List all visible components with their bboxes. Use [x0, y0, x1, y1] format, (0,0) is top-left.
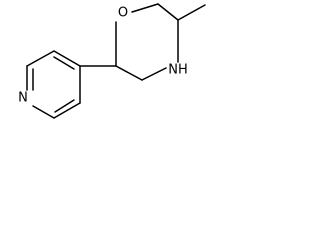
pyridine-ring [26, 50, 81, 119]
oxygen-atom-label: O [118, 6, 128, 21]
bond-py-n-c6 [32, 105, 55, 119]
pyridine-nitrogen-label: N [18, 91, 28, 106]
bond-c6-c5 [157, 3, 179, 21]
morpholine-ring [115, 3, 179, 81]
bond-n4-c3 [141, 67, 167, 81]
bond-py-c6-c5 [53, 102, 81, 119]
nitrogen-h-atom-label: NH [168, 63, 188, 78]
bond-py-c3-c2 [26, 50, 55, 67]
structural-formula: O NH N [18, 3, 206, 119]
bond-c5-methyl [177, 4, 206, 21]
bond-o-c6 [131, 3, 159, 13]
double-bond-c5-c6-inner [54, 99, 75, 113]
bond-py-c4-c3 [53, 50, 81, 67]
bond-c3-c2 [115, 65, 143, 81]
double-bond-c3-c4-inner [53, 56, 75, 70]
